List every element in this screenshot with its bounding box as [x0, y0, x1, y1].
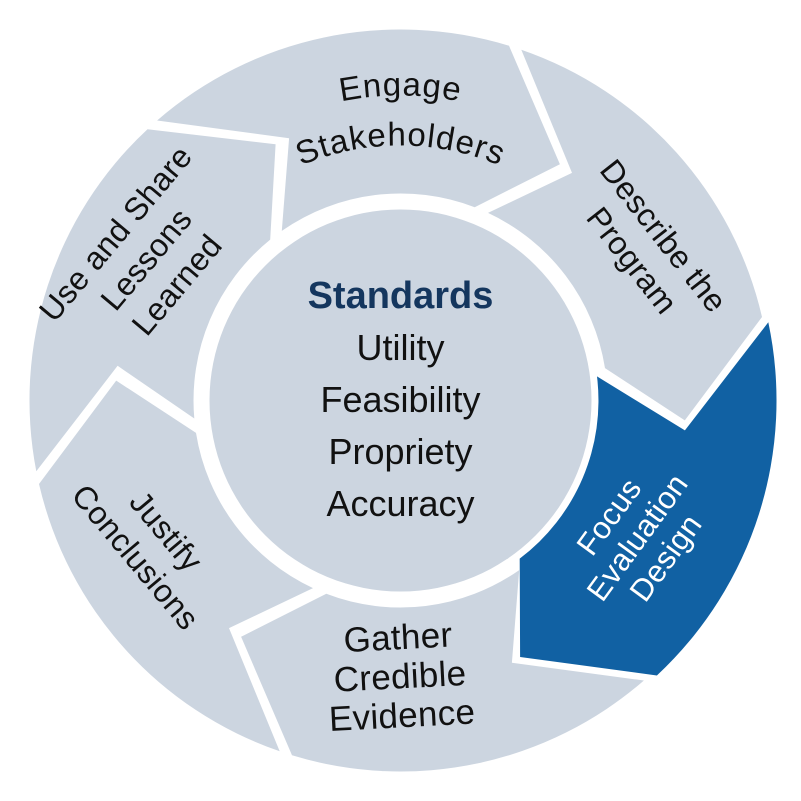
standards-item-propriety: Propriety	[328, 431, 472, 472]
standards-circle[interactable]	[209, 209, 592, 592]
segment-gather-credible-evidence-label: GatherCredibleEvidence	[324, 614, 476, 739]
standards-heading: Standards	[308, 275, 494, 317]
standards-item-feasibility: Feasibility	[320, 379, 480, 420]
segment-use-and-share-lessons-learned[interactable]	[29, 129, 276, 472]
segment-engage-stakeholders-label-line0: Engage	[336, 65, 465, 108]
segment-gather-credible-evidence[interactable]	[241, 570, 644, 772]
segment-focus-evaluation-design[interactable]	[519, 322, 777, 676]
segment-justify-conclusions[interactable]	[39, 380, 313, 752]
standards-item-accuracy: Accuracy	[326, 483, 474, 524]
segment-engage-stakeholders[interactable]	[157, 29, 560, 231]
standards-item-utility: Utility	[357, 327, 445, 368]
segment-describe-the-program[interactable]	[488, 49, 762, 421]
